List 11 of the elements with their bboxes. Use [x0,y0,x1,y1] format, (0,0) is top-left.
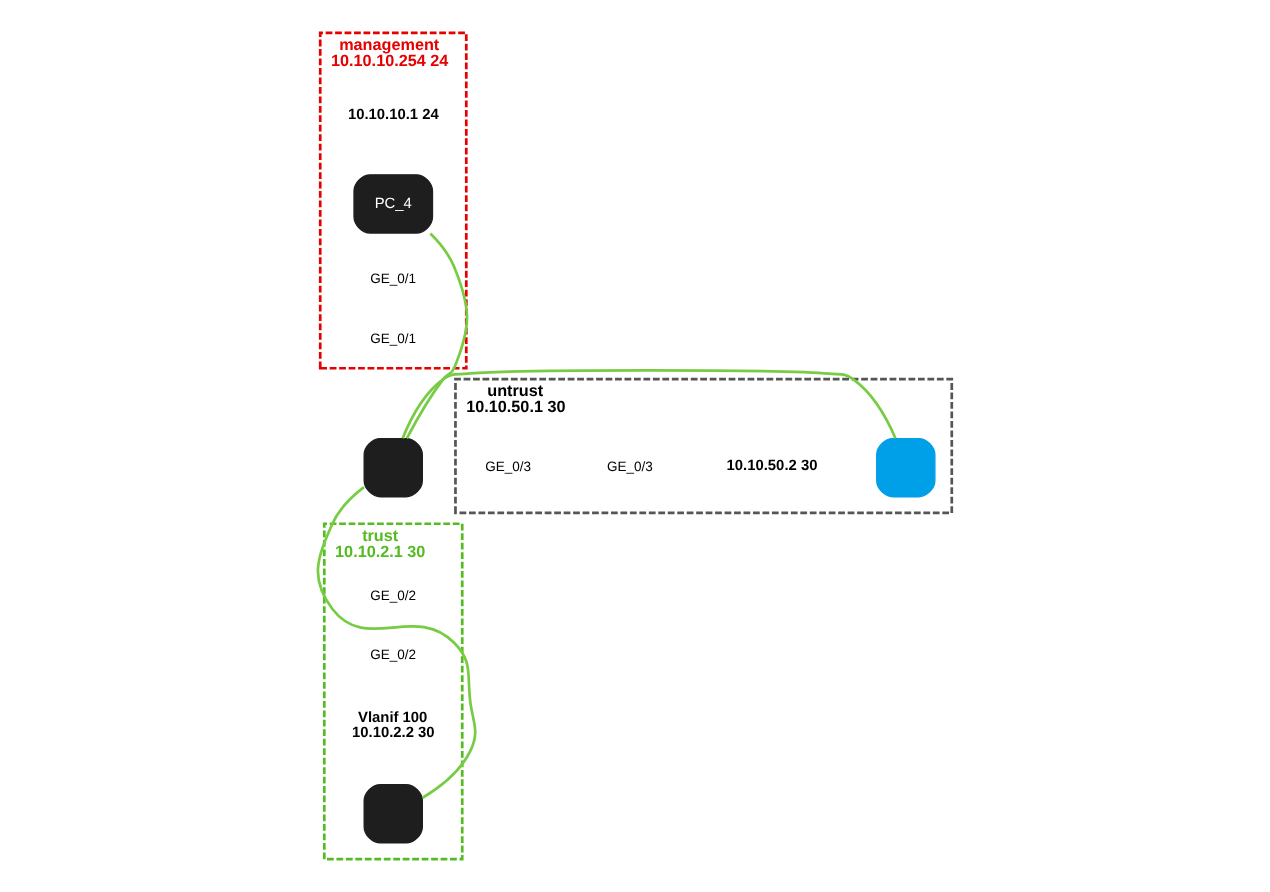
connector [400,369,896,439]
node-label: 10.10.10.1 24 [346,105,438,124]
connector [315,486,476,799]
node-box [875,437,935,498]
node-label: 10.10.50.2 30 [725,456,817,475]
node-box [362,784,422,844]
connector [404,232,468,440]
node-box: PC_4 [352,174,433,234]
node-label: Vlanif 100 [357,708,427,727]
node-box [362,437,422,498]
node-label: 10.10.2.2 30 [351,723,434,742]
